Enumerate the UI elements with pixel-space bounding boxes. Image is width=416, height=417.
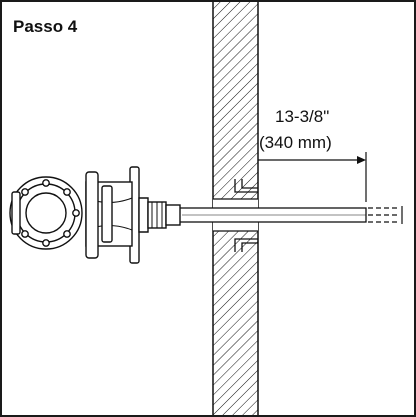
dimension-line	[258, 152, 367, 202]
wall-hole	[213, 179, 258, 252]
step-title: Passo 4	[13, 17, 78, 36]
flowmeter	[9, 166, 181, 264]
dimension-metric: (340 mm)	[259, 133, 332, 152]
probe-continuation	[368, 206, 403, 224]
probe-tube	[177, 207, 367, 223]
dimension-imperial: 13-3/8"	[275, 107, 330, 126]
dimension-arrow	[357, 156, 366, 164]
